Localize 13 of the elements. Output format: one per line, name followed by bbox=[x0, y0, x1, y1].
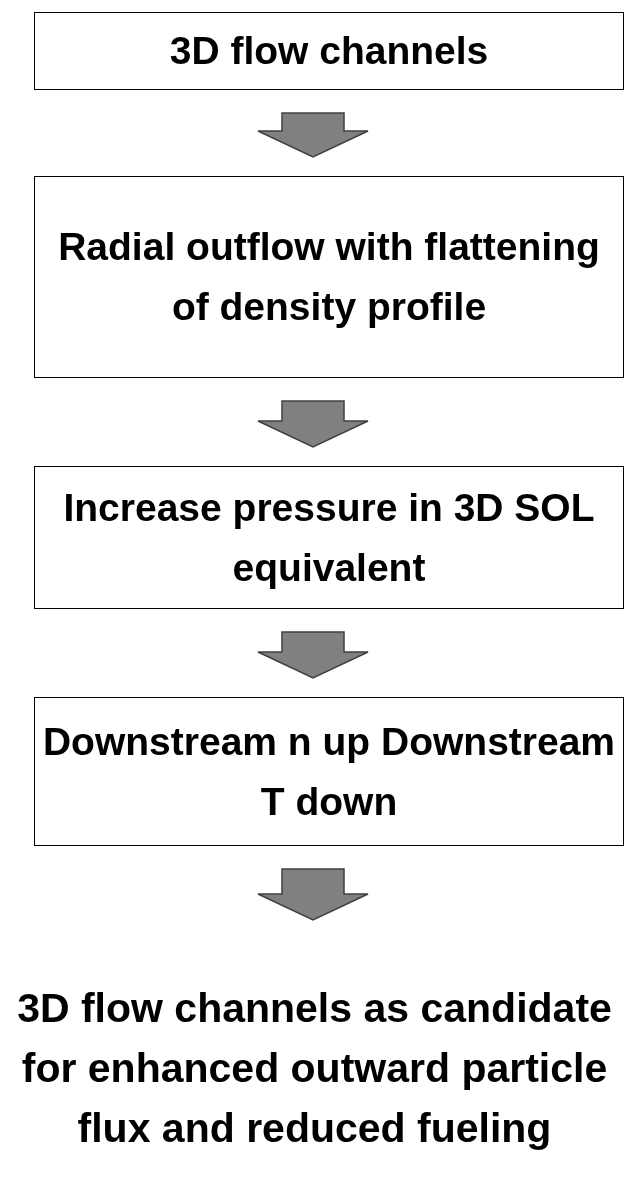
process-box bbox=[34, 466, 624, 609]
block-arrow bbox=[257, 631, 369, 679]
block-arrow bbox=[257, 400, 369, 448]
step-text: Increase pressure in 3D SOL equivalent bbox=[62, 484, 596, 591]
step-text: Radial outflow with flattening of density profile bbox=[57, 224, 601, 330]
step-text: Downstream n up Downstream T down bbox=[41, 718, 617, 825]
process-box bbox=[34, 12, 624, 90]
process-box bbox=[34, 176, 624, 378]
block-arrow bbox=[257, 868, 369, 921]
conclusion-text: 3D flow channels as candidate for enhanced outward particle flux and reduced fueling bbox=[16, 983, 613, 1153]
process-box bbox=[34, 697, 624, 846]
step-text: 3D flow channels bbox=[169, 28, 489, 74]
block-arrow bbox=[257, 112, 369, 158]
